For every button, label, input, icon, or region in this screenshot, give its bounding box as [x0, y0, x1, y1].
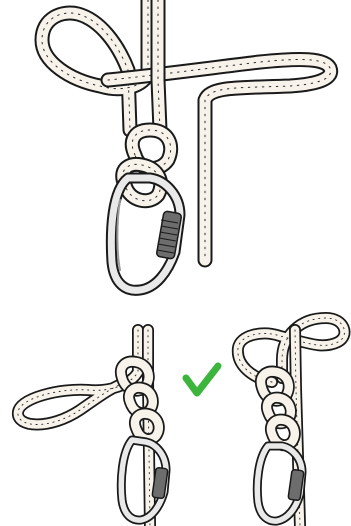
br-carabiner — [257, 446, 304, 521]
